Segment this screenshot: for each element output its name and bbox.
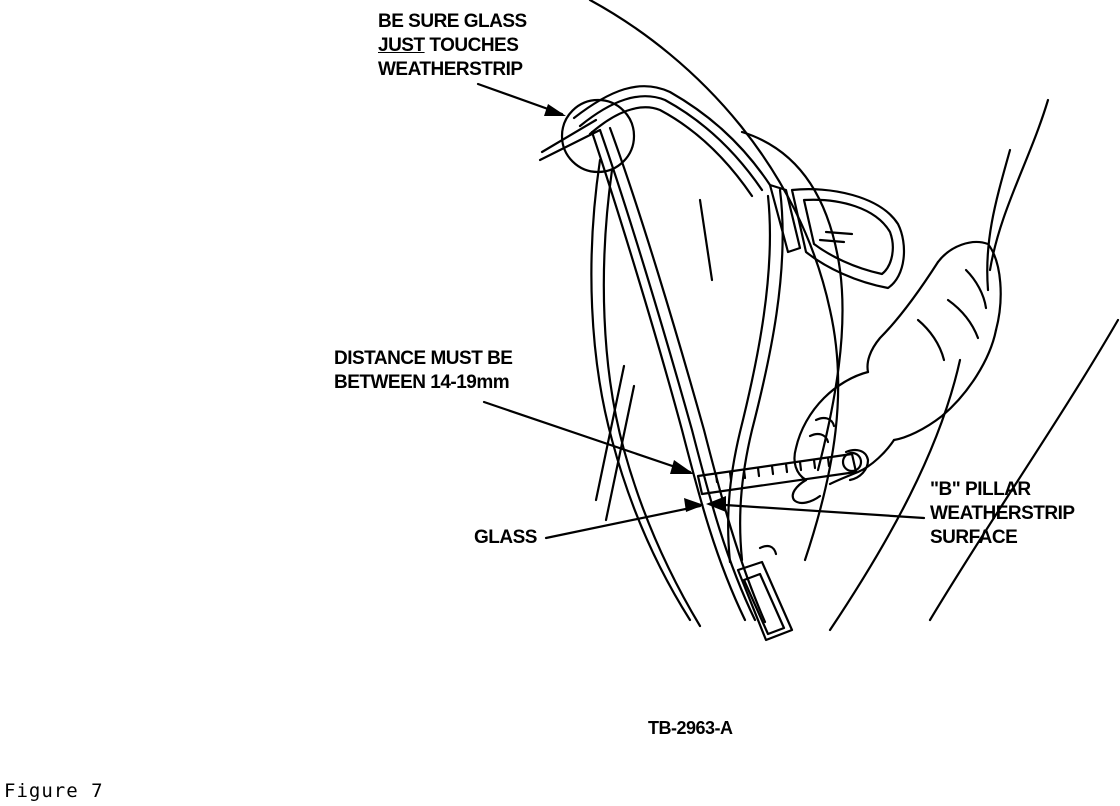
mirror-detail-2 — [818, 238, 846, 244]
callout-b-pillar: "B" PILLAR WEATHERSTRIP SURFACE — [930, 478, 1075, 550]
inner-panel — [740, 130, 844, 472]
glass-edge-outer — [590, 130, 747, 622]
leader-b-pillar-arrow — [706, 496, 726, 512]
hand-palm — [828, 438, 896, 486]
body-side-line-2 — [986, 148, 1012, 292]
hand-back — [793, 370, 870, 482]
hand-finger-1 — [844, 449, 870, 482]
hand-thumb — [791, 478, 822, 505]
leader-glass — [544, 504, 702, 540]
callout-glass-touch-line3: WEATHERSTRIP — [378, 59, 523, 80]
callout-b-pillar-line2: WEATHERSTRIP — [930, 503, 1075, 524]
sleeve-fold-2 — [916, 318, 946, 362]
callout-distance-line1: DISTANCE MUST BE — [334, 348, 513, 369]
leader-distance — [482, 400, 692, 474]
callout-glass: GLASS — [474, 526, 537, 550]
figure-caption: Figure 7 — [4, 780, 104, 802]
body-side-line-4 — [828, 358, 962, 632]
hand-knuckle-2 — [808, 432, 830, 444]
glass-reflection-1 — [594, 364, 626, 502]
magnify-circle-icon — [560, 98, 636, 174]
callout-glass-touch: BE SURE GLASS JUST TOUCHES WEATHERSTRIP — [378, 10, 527, 82]
b-pillar-edge — [739, 188, 784, 562]
glass-edge-inner — [608, 126, 767, 624]
sleeve-fold-3 — [964, 268, 988, 310]
glass-reflection-2 — [604, 384, 636, 522]
mirror-arm — [768, 183, 802, 254]
latch-detail — [758, 544, 778, 556]
callout-glass-touch-emphasis: JUST — [378, 35, 425, 56]
arm-sleeve-lower — [892, 328, 998, 442]
body-side-line-1 — [988, 98, 1050, 272]
leader-distance-arrow — [670, 460, 694, 474]
window-frame-outer — [572, 85, 772, 187]
leader-glass-touch-3 — [540, 118, 598, 154]
glass-reflection-3 — [698, 198, 714, 282]
glass-edge-mid — [598, 128, 757, 622]
callout-glass-touch-line2-rest: TOUCHES — [424, 35, 519, 56]
door-latch-inner — [742, 572, 786, 636]
window-frame-inner — [588, 106, 754, 198]
callout-b-pillar-line3: SURFACE — [930, 527, 1018, 548]
arm-sleeve-top — [936, 240, 1002, 332]
reference-code: TB-2963-A — [648, 718, 733, 738]
window-frame-outer-2 — [578, 95, 764, 192]
b-pillar-edge-2 — [727, 194, 772, 564]
callout-distance-line2: BETWEEN 14-19mm — [334, 372, 510, 393]
mirror-glass — [802, 198, 894, 276]
body-side-line-3 — [928, 318, 1120, 622]
callout-b-pillar-line1: "B" PILLAR — [930, 479, 1031, 500]
callout-glass-touch-line1: BE SURE GLASS — [378, 11, 527, 32]
leader-b-pillar — [708, 502, 926, 520]
door-latch-outer — [736, 560, 794, 642]
callout-glass-touch-line2: JUST TOUCHES — [378, 34, 527, 58]
hand-knuckle-1 — [814, 416, 836, 428]
leader-glass-touch-2 — [538, 128, 602, 162]
mirror-detail-1 — [824, 230, 854, 236]
callout-glass-line1: GLASS — [474, 527, 537, 548]
mirror-housing — [790, 188, 905, 290]
leader-glass-arrow — [684, 498, 704, 512]
ruler-icon — [696, 451, 863, 496]
leader-glass-touch-arrow — [544, 104, 566, 116]
sleeve-fold-1 — [946, 298, 980, 340]
arm-sleeve-outer — [866, 260, 940, 374]
callout-distance: DISTANCE MUST BE BETWEEN 14-19mm — [334, 347, 513, 395]
door-skin-left — [590, 158, 692, 622]
body-outer-curve — [588, 0, 840, 562]
